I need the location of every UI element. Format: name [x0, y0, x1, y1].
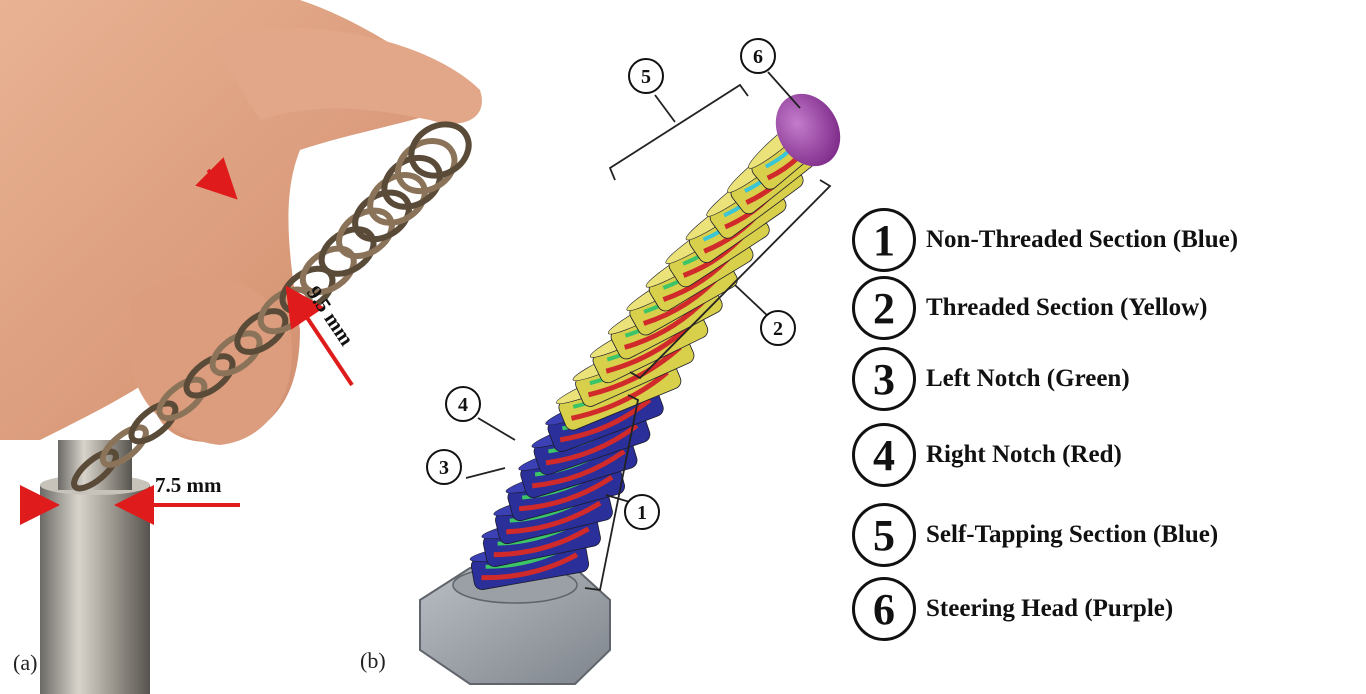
leader-2: [735, 285, 770, 318]
legend-number: 3: [852, 347, 916, 411]
legend-label: Left Notch (Green): [926, 365, 1130, 393]
legend-label: Right Notch (Red): [926, 441, 1122, 469]
legend-number: 1: [852, 208, 916, 272]
callout-number-6: 6: [753, 46, 763, 68]
panel-a-label: (a): [13, 650, 37, 676]
legend-item-3: 3 Left Notch (Green): [852, 344, 1130, 414]
callout-number-5: 5: [641, 66, 651, 88]
label-7-5mm: 7.5 mm: [155, 473, 222, 497]
legend-item-6: 6 Steering Head (Purple): [852, 574, 1173, 644]
leader-4: [478, 418, 515, 440]
legend-label: Self-Tapping Section (Blue): [926, 521, 1218, 549]
legend-number: 2: [852, 276, 916, 340]
legend-label: Threaded Section (Yellow): [926, 294, 1207, 322]
photo-coil: [389, 131, 464, 201]
legend-item-1: 1 Non-Threaded Section (Blue): [852, 205, 1238, 275]
steel-tube: [40, 485, 150, 694]
legend-item-2: 2 Threaded Section (Yellow): [852, 273, 1207, 343]
leader-5: [655, 95, 675, 122]
legend-number: 4: [852, 423, 916, 487]
callout-number-4: 4: [458, 394, 468, 416]
legend-number: 5: [852, 503, 916, 567]
panel-b-model: [420, 82, 853, 684]
leader-3: [466, 468, 505, 478]
legend-number: 6: [852, 577, 916, 641]
legend-item-4: 4 Right Notch (Red): [852, 420, 1122, 490]
legend-item-5: 5 Self-Tapping Section (Blue): [852, 500, 1218, 570]
panel-b-label: (b): [360, 648, 386, 674]
callout-number-2: 2: [773, 318, 783, 340]
callout-number-3: 3: [439, 457, 449, 479]
legend-label: Non-Threaded Section (Blue): [926, 226, 1238, 254]
callout-number-1: 1: [637, 502, 647, 524]
legend-label: Steering Head (Purple): [926, 595, 1173, 623]
bracket-5: [610, 85, 748, 180]
